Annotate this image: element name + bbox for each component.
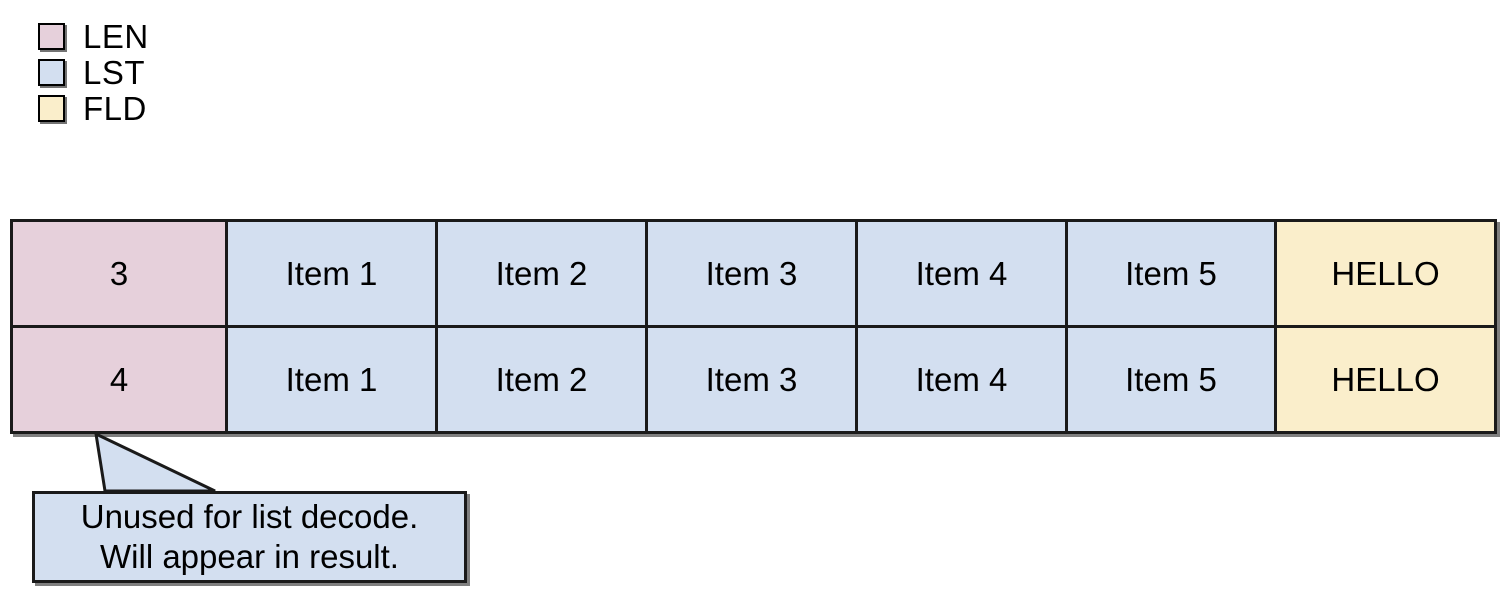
callout-line-2: Will appear in result. xyxy=(100,538,399,575)
cell-item4-row1: Item 4 xyxy=(855,328,1065,431)
table-row: 4 Item 1 Item 2 Item 3 Item 4 Item 5 HEL… xyxy=(13,325,1494,431)
cell-item2-row0: Item 2 xyxy=(435,222,645,325)
color-swatch-icon-lst xyxy=(38,58,65,86)
legend-label-lst: LST xyxy=(83,53,146,91)
cell-item3-row0: Item 3 xyxy=(645,222,855,325)
cell-fld-row0: HELLO xyxy=(1274,222,1494,325)
table-row: 3 Item 1 Item 2 Item 3 Item 4 Item 5 HEL… xyxy=(13,222,1494,325)
callout-line-1: Unused for list decode. xyxy=(80,498,419,535)
cell-item3-row1: Item 3 xyxy=(645,328,855,431)
cell-item5-row1: Item 5 xyxy=(1065,328,1274,431)
cell-item4-row0: Item 4 xyxy=(855,222,1065,325)
color-swatch-icon-fld xyxy=(38,94,65,122)
callout-note: Unused for list decode. Will appear in r… xyxy=(32,491,467,583)
color-swatch-icon-len xyxy=(38,22,65,50)
legend: LEN LST FLD xyxy=(38,18,149,126)
legend-item-len: LEN xyxy=(38,18,149,54)
cell-len-row0: 3 xyxy=(13,222,225,325)
legend-item-fld: FLD xyxy=(38,90,149,126)
cell-item1-row1: Item 1 xyxy=(225,328,435,431)
legend-item-lst: LST xyxy=(38,54,149,90)
cell-item1-row0: Item 1 xyxy=(225,222,435,325)
cell-len-row1: 4 xyxy=(13,328,225,431)
legend-label-len: LEN xyxy=(83,17,149,55)
cell-item2-row1: Item 2 xyxy=(435,328,645,431)
cell-item5-row0: Item 5 xyxy=(1065,222,1274,325)
legend-label-fld: FLD xyxy=(83,89,147,127)
byte-layout-table: 3 Item 1 Item 2 Item 3 Item 4 Item 5 HEL… xyxy=(10,219,1497,434)
cell-fld-row1: HELLO xyxy=(1274,328,1494,431)
